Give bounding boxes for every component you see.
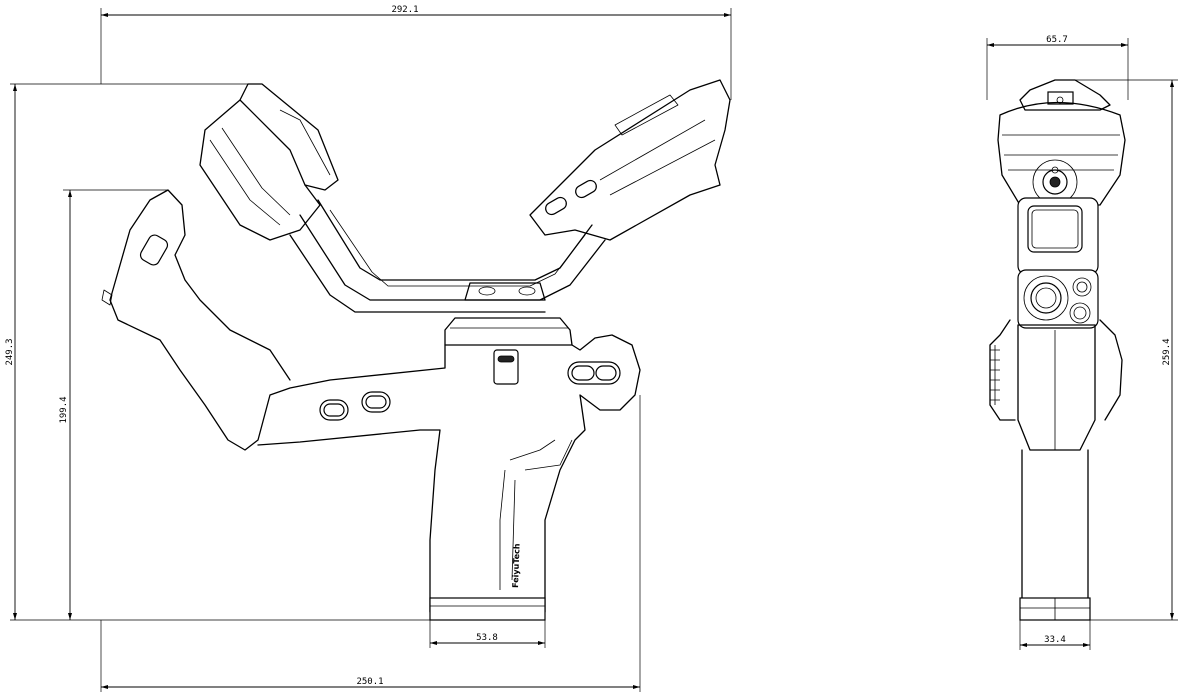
camera-plate bbox=[199, 83, 339, 241]
dim-grip-width: 53.8 bbox=[476, 633, 498, 643]
dim-front-height: 259.4 bbox=[1162, 338, 1172, 365]
front-button-top[interactable] bbox=[1072, 277, 1092, 297]
dim-bottom-width: 250.1 bbox=[356, 677, 383, 687]
side-view-dimensions: 292.1 250.1 249.3 199.4 53.8 bbox=[5, 5, 732, 692]
side-view-gimbal: FeiyuTech bbox=[101, 79, 731, 621]
front-view-gimbal bbox=[989, 79, 1126, 621]
dim-overall-height: 249.3 bbox=[5, 338, 15, 365]
brand-label: FeiyuTech bbox=[511, 543, 522, 588]
front-joystick[interactable] bbox=[1023, 275, 1069, 321]
pan-motor bbox=[444, 282, 573, 346]
roll-arm bbox=[289, 199, 606, 313]
dim-top-width: 292.1 bbox=[391, 5, 418, 15]
dim-front-top-width: 65.7 bbox=[1046, 35, 1068, 45]
dim-handle-height: 199.4 bbox=[59, 396, 69, 423]
tilt-head bbox=[529, 79, 731, 241]
front-button-bottom[interactable] bbox=[1069, 302, 1091, 324]
front-view-dimensions: 65.7 259.4 33.4 bbox=[986, 35, 1178, 650]
dim-front-grip-width: 33.4 bbox=[1044, 635, 1066, 645]
handle-body: FeiyuTech bbox=[101, 189, 641, 621]
